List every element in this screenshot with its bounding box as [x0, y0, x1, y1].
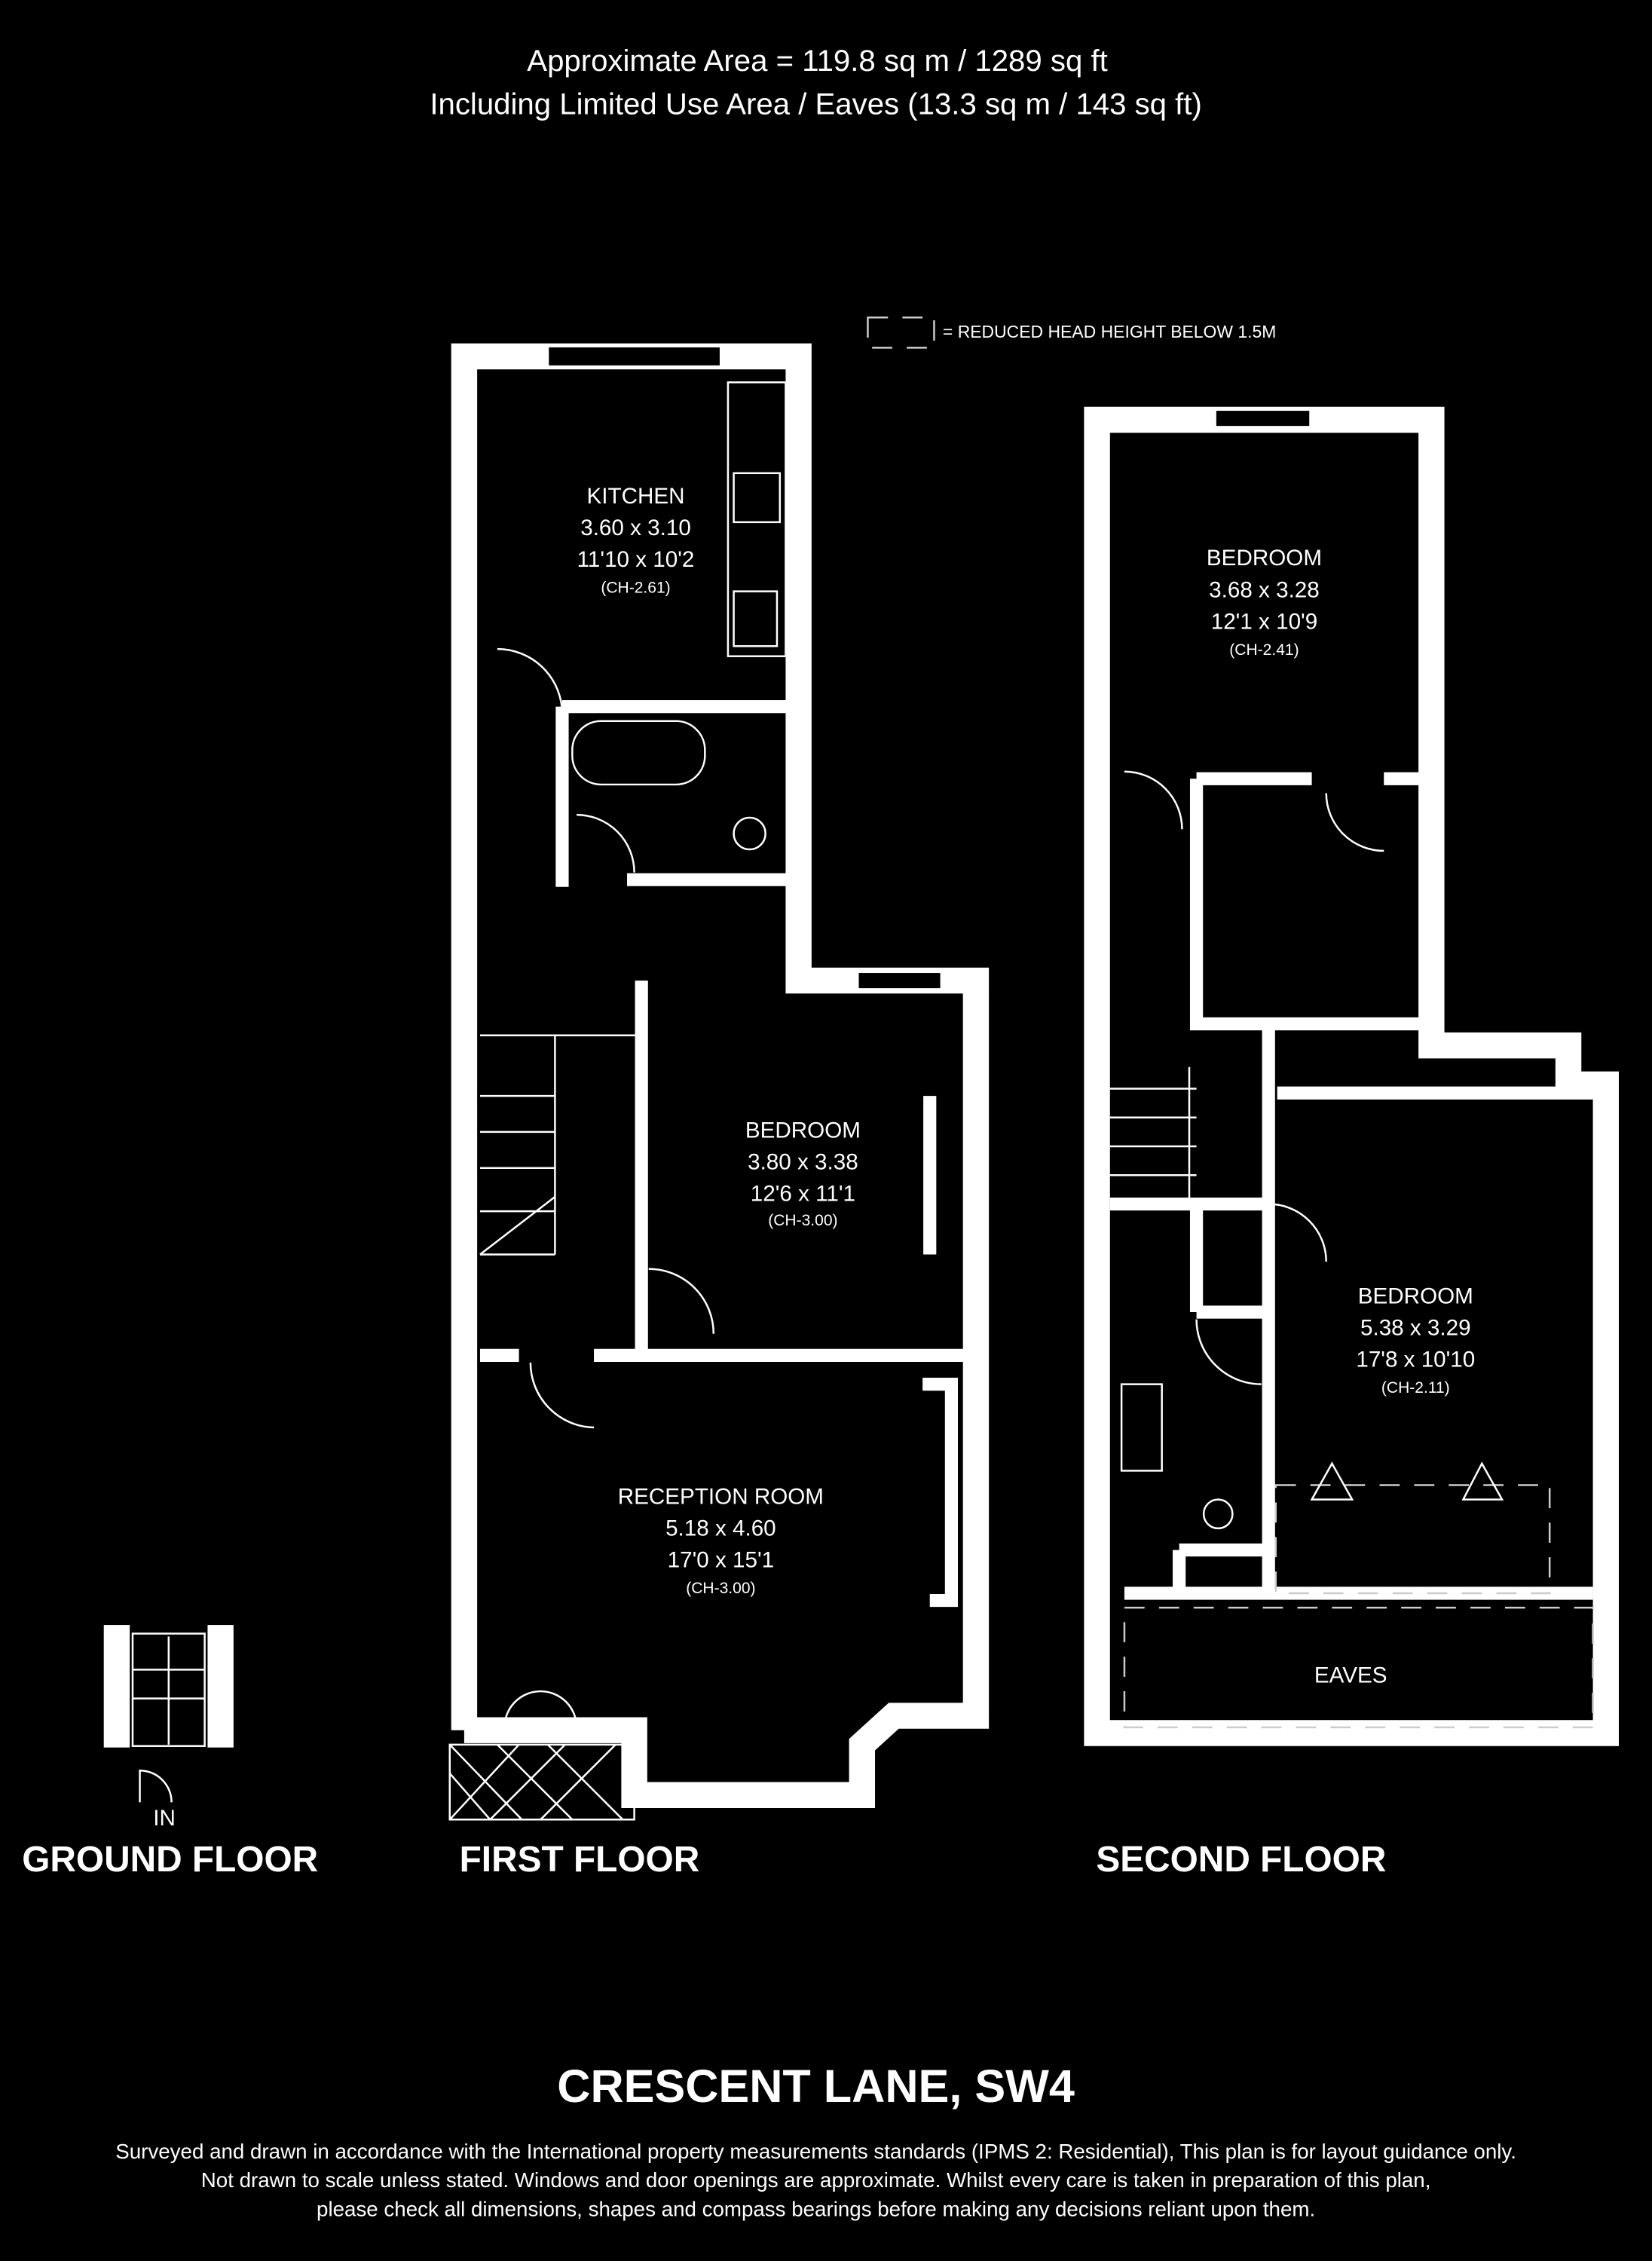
- area-text: Approximate Area = 119.8 sq m / 1289 sq …: [527, 44, 1107, 78]
- first-floor-plan: KITCHEN 3.60 x 3.10 11'10 x 10'2 (CH-2.6…: [448, 343, 990, 1880]
- bedroom-1-ceiling-height: (CH-3.00): [768, 1212, 837, 1229]
- bedroom-2-metric: 3.68 x 3.28: [1209, 577, 1320, 602]
- reception-metric: 5.18 x 4.60: [665, 1516, 776, 1540]
- bedroom-3-imperial: 17'8 x 10'10: [1356, 1348, 1475, 1372]
- eaves-label: EAVES: [1314, 1663, 1387, 1688]
- bedroom-3-ceiling-height: (CH-2.11): [1381, 1379, 1450, 1397]
- kitchen-name: KITCHEN: [587, 484, 685, 509]
- bedroom-2-imperial: 12'1 x 10'9: [1211, 609, 1317, 634]
- bedroom-1-metric: 3.80 x 3.38: [748, 1150, 858, 1175]
- kitchen-metric: 3.60 x 3.10: [580, 516, 691, 540]
- bedroom-2-name: BEDROOM: [1207, 546, 1322, 571]
- first-floor-label: FIRST FLOOR: [460, 1840, 700, 1880]
- second-floor-label: SECOND FLOOR: [1096, 1840, 1386, 1880]
- disclaimer-line-2: Not drawn to scale unless stated. Window…: [201, 2168, 1431, 2192]
- second-floor-plan: BEDROOM 3.68 x 3.28 12'1 x 10'9 (CH-2.41…: [1084, 406, 1620, 1880]
- kitchen-imperial: 11'10 x 10'2: [577, 547, 695, 572]
- disclaimer-line-3: please check all dimensions, shapes and …: [317, 2197, 1315, 2220]
- limited-area-text: Including Limited Use Area / Eaves (13.3…: [430, 87, 1202, 121]
- bedroom-3-name: BEDROOM: [1358, 1284, 1473, 1309]
- legend-label: = REDUCED HEAD HEIGHT BELOW 1.5M: [943, 322, 1277, 341]
- reduced-height-swatch: [867, 316, 935, 349]
- disclaimer-line-1: Surveyed and drawn in accordance with th…: [115, 2140, 1516, 2163]
- bedroom-2-ceiling-height: (CH-2.41): [1229, 641, 1299, 659]
- bedroom-3-metric: 5.38 x 3.29: [1360, 1316, 1471, 1341]
- legend-key: = REDUCED HEAD HEIGHT BELOW 1.5M: [867, 316, 1277, 349]
- property-title: CRESCENT LANE, SW4: [557, 2061, 1075, 2112]
- ground-floor-plan: IN GROUND FLOOR: [22, 1625, 318, 1880]
- reception-imperial: 17'0 x 15'1: [668, 1548, 774, 1573]
- kitchen-ceiling-height: (CH-2.61): [601, 580, 670, 597]
- bedroom-1-imperial: 12'6 x 11'1: [751, 1182, 855, 1207]
- entrance-label: IN: [153, 1806, 176, 1831]
- bedroom-1-name: BEDROOM: [745, 1118, 861, 1143]
- reception-ceiling-height: (CH-3.00): [686, 1580, 755, 1597]
- reception-name: RECEPTION ROOM: [618, 1484, 824, 1509]
- ground-floor-label: GROUND FLOOR: [22, 1840, 318, 1880]
